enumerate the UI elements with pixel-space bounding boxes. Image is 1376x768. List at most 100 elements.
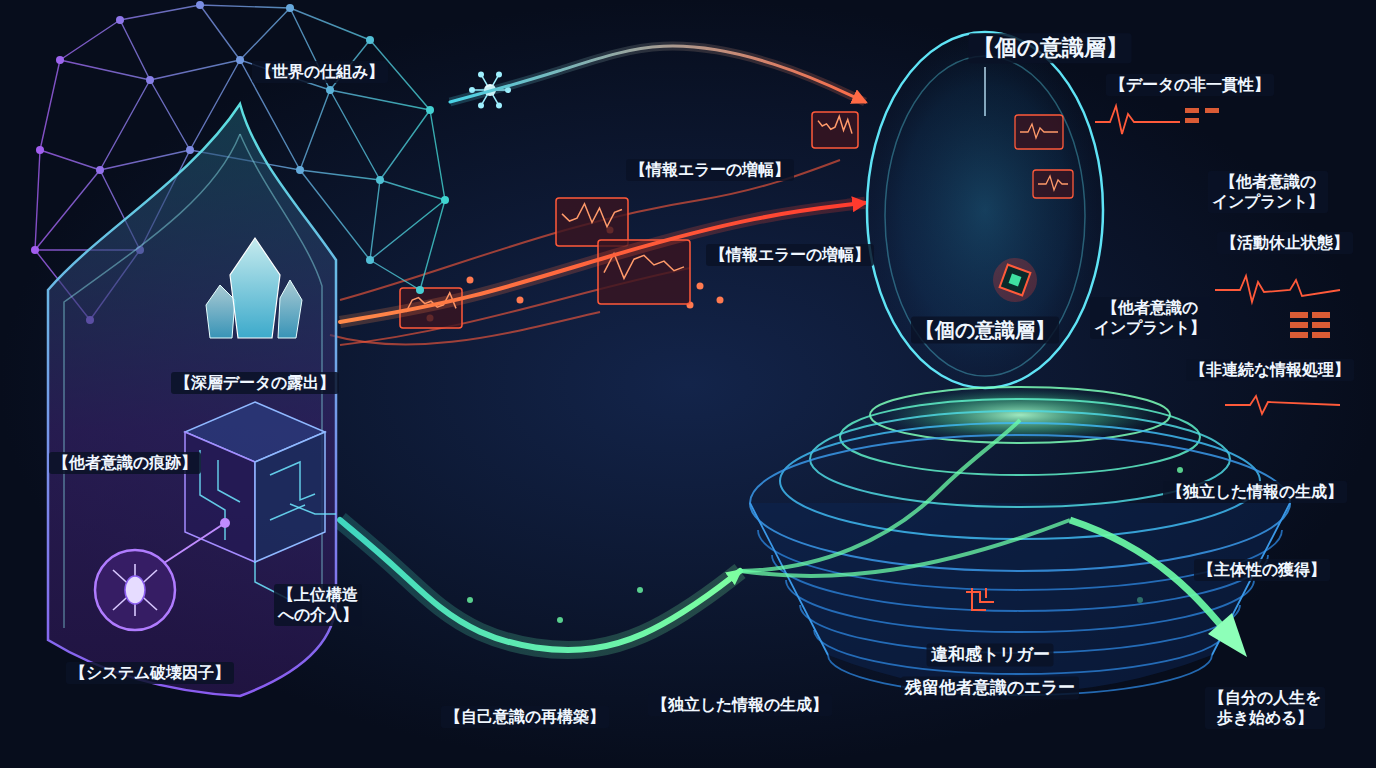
mesh-dot xyxy=(31,246,39,254)
data-bar xyxy=(1312,312,1330,318)
mesh-dot xyxy=(296,166,304,174)
chip-core xyxy=(1009,274,1022,287)
green-spark xyxy=(1177,467,1183,473)
dome-outline xyxy=(867,32,1103,388)
mesh-dot xyxy=(36,146,44,154)
panel-chart xyxy=(818,116,852,133)
label-anchor: 【主体性の獲得】 xyxy=(1194,559,1330,581)
mesh-dot xyxy=(196,1,204,9)
mesh-dot xyxy=(376,176,384,184)
icon-dot xyxy=(478,71,484,77)
callout-label: 【自分の人生を 歩き始める】 xyxy=(1205,687,1325,729)
text-anchor: 残留他者意識のエラー xyxy=(901,676,1079,699)
trigger-circuit xyxy=(966,588,994,610)
exit-flow xyxy=(1070,520,1235,642)
callout-label: 【情報エラーの増幅】 xyxy=(626,159,794,181)
mesh-dot xyxy=(426,106,434,114)
icon-dot xyxy=(496,103,502,109)
mesh-dot xyxy=(326,86,334,94)
text-anchor: 【世界の仕組み】 xyxy=(252,61,388,83)
callout-label: 【上位構造 への介入】 xyxy=(274,584,362,626)
error-chart-panel xyxy=(812,112,858,148)
green-spark xyxy=(557,617,563,623)
consciousness-dome: 【個の意識層】 xyxy=(865,30,1105,390)
text-anchor: 【システム破壊因子】 xyxy=(66,662,234,684)
callout-label: 【情報エラーの増幅】 xyxy=(706,244,874,266)
data-dot xyxy=(717,297,724,304)
label-anchor: 【自分の人生を 歩き始める】 xyxy=(1205,687,1325,729)
node-label: 【世界の仕組み】 xyxy=(252,61,388,83)
mesh-dot xyxy=(366,256,374,264)
mesh-dot xyxy=(236,56,244,64)
trigger-chip xyxy=(966,588,994,610)
mesh-dot xyxy=(286,4,294,12)
node-label: 残留他者意識のエラー xyxy=(901,676,1079,699)
inner-green-flow xyxy=(740,420,1020,571)
edge-glow xyxy=(450,46,865,102)
label-anchor: 【他者意識の痕跡】 xyxy=(49,452,201,474)
label-anchor: 【独立した情報の生成】 xyxy=(1163,481,1347,503)
data-bar xyxy=(1290,312,1308,318)
data-dot xyxy=(697,283,704,290)
callout-label: 【データの非一貫性】 xyxy=(1106,74,1274,96)
chip-glow xyxy=(987,252,1043,308)
crystal-shard xyxy=(206,285,235,338)
dome-panel-wave xyxy=(1038,176,1068,190)
label-anchor: 【個の意識層】 xyxy=(969,33,1132,63)
panel-chart xyxy=(562,204,622,227)
virus-body xyxy=(125,576,145,604)
data-bar xyxy=(1312,332,1330,338)
callout-label: 【主体性の獲得】 xyxy=(1194,559,1330,581)
label-anchor: 【自己意識の再構築】 xyxy=(441,706,609,728)
implant-chip xyxy=(987,252,1043,308)
mesh-dot xyxy=(146,76,154,84)
text-anchor: 違和感トリガー xyxy=(927,643,1054,666)
inner-green-flow xyxy=(740,520,1070,576)
signal-wave xyxy=(1095,106,1180,134)
tower-layer xyxy=(814,630,1226,674)
callout-label: 【他者意識の インプラント】 xyxy=(1090,297,1210,339)
mesh-dot xyxy=(186,146,194,154)
error-chart-panel xyxy=(556,198,628,246)
dome-panel xyxy=(1033,170,1073,198)
callout-label: 【非連続な情報処理】 xyxy=(1186,359,1354,381)
dome-panel-wave xyxy=(1020,124,1058,138)
chip-body xyxy=(1000,265,1031,296)
icon-dot xyxy=(478,103,484,109)
text-anchor: 【個の意識層】 xyxy=(911,317,1059,344)
data-dot xyxy=(467,277,474,284)
callout-label: 【活動休止状態】 xyxy=(1217,232,1353,254)
label-anchor: 【データの非一貫性】 xyxy=(1106,74,1274,96)
icon-dot xyxy=(496,71,502,77)
mesh-dot xyxy=(116,16,124,24)
data-bar xyxy=(1185,118,1199,123)
callout-label: 【個の意識層】 xyxy=(969,33,1132,63)
tower-body xyxy=(750,503,1290,693)
panel-frame xyxy=(556,198,628,246)
data-dot xyxy=(517,297,524,304)
edge-glow xyxy=(340,520,740,650)
virus-link xyxy=(164,523,225,563)
text-anchor: 【深層データの露出】 xyxy=(171,372,339,394)
label-anchor: 【情報エラーの増幅】 xyxy=(706,244,874,266)
node-label: 違和感トリガー xyxy=(927,643,1054,666)
callout-label: 【自己意識の再構築】 xyxy=(441,706,609,728)
label-anchor: 【独立した情報の生成】 xyxy=(648,694,832,716)
exit-arrowhead xyxy=(1208,613,1247,657)
signal-wave xyxy=(1225,396,1340,414)
label-anchor: 【非連続な情報処理】 xyxy=(1186,359,1354,381)
data-bar xyxy=(1312,322,1330,328)
panel-frame xyxy=(812,112,858,148)
callout-label: 【独立した情報の生成】 xyxy=(1163,481,1347,503)
dome-inner xyxy=(885,56,1085,376)
signal-arrow xyxy=(450,46,865,102)
mesh-dot xyxy=(96,166,104,174)
system-breaker-circle: 【システム破壊因子】 xyxy=(60,545,240,690)
crystal-shard xyxy=(278,280,302,338)
circuit-trace xyxy=(270,462,315,500)
callout-label: 【独立した情報の生成】 xyxy=(648,694,832,716)
green-spark xyxy=(467,597,473,603)
mesh-dot xyxy=(56,56,64,64)
